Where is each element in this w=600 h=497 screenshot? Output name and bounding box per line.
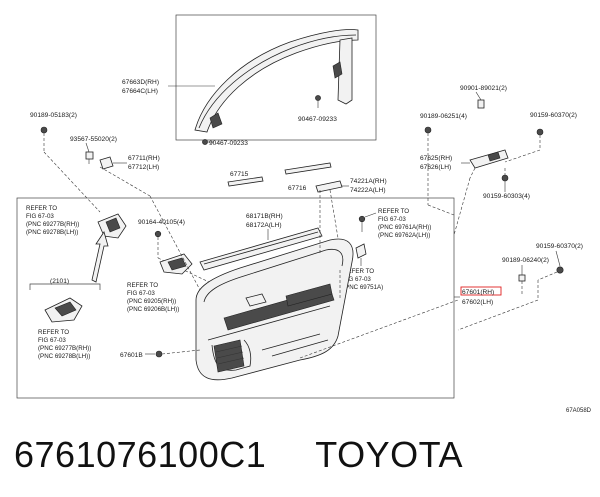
- clip-ref-4: [355, 243, 367, 266]
- belt-moulding-68171: [199, 227, 323, 271]
- label-67711-rh: 67711(RH): [128, 155, 160, 162]
- svg-text:(PNC 69762A(LH)): (PNC 69762A(LH)): [378, 232, 430, 239]
- label-68171-rh: 68171B(RH): [246, 213, 283, 220]
- cover-67711: [99, 156, 114, 170]
- part-number: 6761076100C1: [14, 434, 267, 475]
- label-90189-06251: 90189-06251(4): [420, 113, 467, 120]
- screw-90159-60370-low: [556, 266, 564, 274]
- weatherstrip-67716: [284, 162, 332, 175]
- label-90159-60370-low: 90159-60370(2): [536, 243, 583, 250]
- svg-text:FIG 67-03: FIG 67-03: [38, 337, 66, 344]
- label-67625-lh: 67626(LH): [420, 164, 451, 171]
- svg-text:(PNC 69751A): (PNC 69751A): [343, 284, 383, 291]
- clip-67601b: [155, 350, 163, 358]
- rod-arrow: [91, 231, 109, 283]
- armrest-pad-74221: [315, 180, 343, 193]
- brand-name: TOYOTA: [315, 434, 463, 475]
- svg-text:(PNC 69278B(LH)): (PNC 69278B(LH)): [38, 353, 90, 360]
- door-trim-frame: [16, 197, 455, 399]
- label-67663-rh: 67663D(RH): [122, 79, 159, 86]
- svg-text:REFER TO: REFER TO: [378, 208, 409, 215]
- svg-text:(PNC 69277B(RH)): (PNC 69277B(RH)): [38, 345, 91, 352]
- door-trim-panel-67601: [195, 238, 354, 381]
- label-90901: 90901-89021(2): [460, 85, 507, 92]
- label-67663-lh: 67664C(LH): [122, 88, 158, 95]
- svg-text:REFER TO: REFER TO: [38, 329, 69, 336]
- label-90189-05183: 90189-05183(2): [30, 112, 77, 119]
- label-90189-06240: 90189-06240(2): [502, 257, 549, 264]
- speaker-grille: [213, 339, 245, 373]
- label-74221-lh: 74222A(LH): [350, 187, 386, 194]
- upper-moulding-frame: [175, 14, 377, 141]
- weatherstrip-67715: [227, 176, 264, 187]
- svg-text:(PNC 69761A(RH)): (PNC 69761A(RH)): [378, 224, 431, 231]
- screw-93567: [85, 151, 94, 164]
- inside-handle-2101: [44, 297, 83, 323]
- svg-text:REFER TO: REFER TO: [26, 205, 57, 212]
- label-93567: 93567-55020(2): [70, 136, 117, 143]
- ref-note-3: REFER TO FIG 67-03 (PNC 69205(RH)) (PNC …: [127, 282, 179, 313]
- label-67716: 67716: [288, 185, 307, 192]
- parts-diagram: 67663D(RH) 67664C(LH) 90467-09233 90467-…: [16, 14, 592, 414]
- label-90467-upper: 90467-09233: [298, 116, 337, 123]
- screw-90164: [154, 230, 162, 238]
- svg-text:REFER TO: REFER TO: [127, 282, 158, 289]
- label-74221-rh: 74221A(RH): [350, 178, 387, 185]
- clip-90467-upper: [315, 95, 321, 108]
- svg-text:(PNC 69206B(LH)): (PNC 69206B(LH)): [127, 306, 179, 313]
- clip-90189-05183: [40, 126, 48, 134]
- ref-note-5: REFER TO FIG 67-03 (PNC 69277B(RH)) (PNC…: [38, 329, 91, 360]
- label-67601-rh: 67601(RH): [462, 289, 494, 296]
- label-67715: 67715: [230, 171, 249, 178]
- screw-90159-60303: [501, 174, 509, 182]
- label-67601b: 67601B: [120, 352, 143, 359]
- label-67601-lh: 67602(LH): [462, 299, 493, 306]
- label-67711-lh: 67712(LH): [128, 164, 159, 171]
- highlight-67601: [460, 286, 502, 296]
- screw-90159-60370-top: [536, 128, 544, 136]
- label-90159-60370-top: 90159-60370(2): [530, 112, 577, 119]
- bracket-67625: [469, 149, 509, 169]
- part-caption: 6761076100C1 TOYOTA: [14, 434, 463, 476]
- svg-text:FIG 67-03: FIG 67-03: [378, 216, 406, 223]
- svg-text:FIG 67-03: FIG 67-03: [127, 290, 155, 297]
- svg-text:(PNC 69277B(RH)): (PNC 69277B(RH)): [26, 221, 79, 228]
- svg-text:(PNC 69205(RH)): (PNC 69205(RH)): [127, 298, 176, 305]
- svg-text:FIG 67-03: FIG 67-03: [26, 213, 54, 220]
- ref-note-4: REFER TO FIG 67-03 (PNC 69751A): [343, 268, 383, 291]
- label-68171-lh: 68172A(LH): [246, 222, 282, 229]
- label-90164: 90164-40105(4): [138, 219, 185, 226]
- ref-note-1: REFER TO FIG 67-03 (PNC 69277B(RH)) (PNC…: [26, 205, 79, 236]
- label-90467-lower: 90467-09233: [209, 140, 248, 147]
- label-2101: (2101): [50, 278, 69, 285]
- clip-90467-lower: [202, 139, 214, 145]
- label-67625-rh: 67625(RH): [420, 155, 452, 162]
- window-frame-moulding: [194, 29, 359, 133]
- clip-90189-06240: [518, 274, 526, 282]
- svg-text:FIG 67-03: FIG 67-03: [343, 276, 371, 283]
- screw-ref-2: [358, 215, 366, 232]
- svg-text:REFER TO: REFER TO: [343, 268, 374, 275]
- clip-90901: [477, 99, 485, 109]
- label-90159-60303: 90159-60303(4): [483, 193, 530, 200]
- handle-bezel-69205: [159, 253, 193, 275]
- diagram-code: 67A058D: [566, 408, 592, 414]
- svg-text:(PNC 69278B(LH)): (PNC 69278B(LH)): [26, 229, 78, 236]
- clip-90189-06251: [424, 126, 432, 134]
- ref-note-2: REFER TO FIG 67-03 (PNC 69761A(RH)) (PNC…: [378, 208, 431, 239]
- inside-handle-upper: [97, 213, 127, 239]
